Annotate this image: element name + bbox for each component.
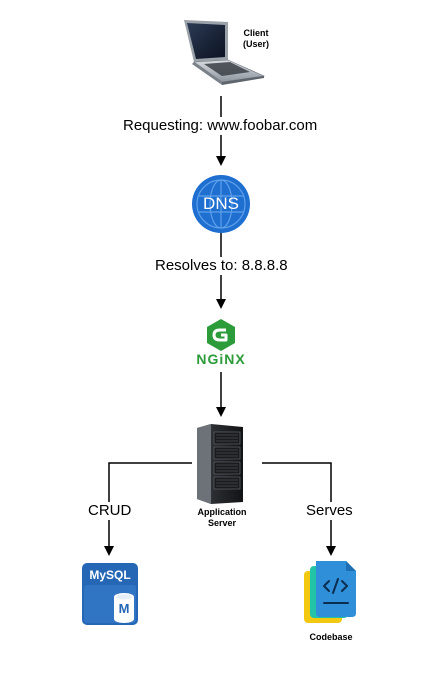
mysql-badge: M (118, 601, 130, 616)
nginx-wordmark: NGiNX (196, 351, 246, 367)
mysql-database-icon (82, 563, 138, 625)
client-node[interactable] (176, 18, 266, 86)
nginx-node[interactable]: NGiNX (190, 318, 252, 370)
code-file-icon (304, 561, 356, 623)
client-label: Client (User) (242, 28, 269, 49)
codebase-label: Codebase (309, 632, 353, 642)
mysql-text: MySQL (89, 568, 131, 582)
edge-server-to-mysql (104, 462, 192, 556)
app-server-label: Application Server (197, 507, 247, 528)
nginx-logo (207, 319, 235, 351)
edge-server-to-codebase (262, 462, 336, 556)
laptop-icon (184, 20, 266, 85)
codebase-node[interactable] (302, 561, 360, 627)
mysql-node[interactable]: MySQL M (82, 563, 138, 627)
serves-label: Serves (304, 502, 355, 520)
dns-text: DNS (203, 194, 239, 213)
crud-label: CRUD (86, 502, 134, 520)
dns-globe-icon (192, 175, 250, 233)
resolve-label: Resolves to: 8.8.8.8 (153, 257, 290, 275)
app-server-node[interactable] (193, 424, 245, 504)
request-label: Requesting: www.foobar.com (121, 117, 320, 135)
server-rack-icon (197, 424, 243, 504)
dns-node[interactable]: DNS (191, 174, 251, 234)
